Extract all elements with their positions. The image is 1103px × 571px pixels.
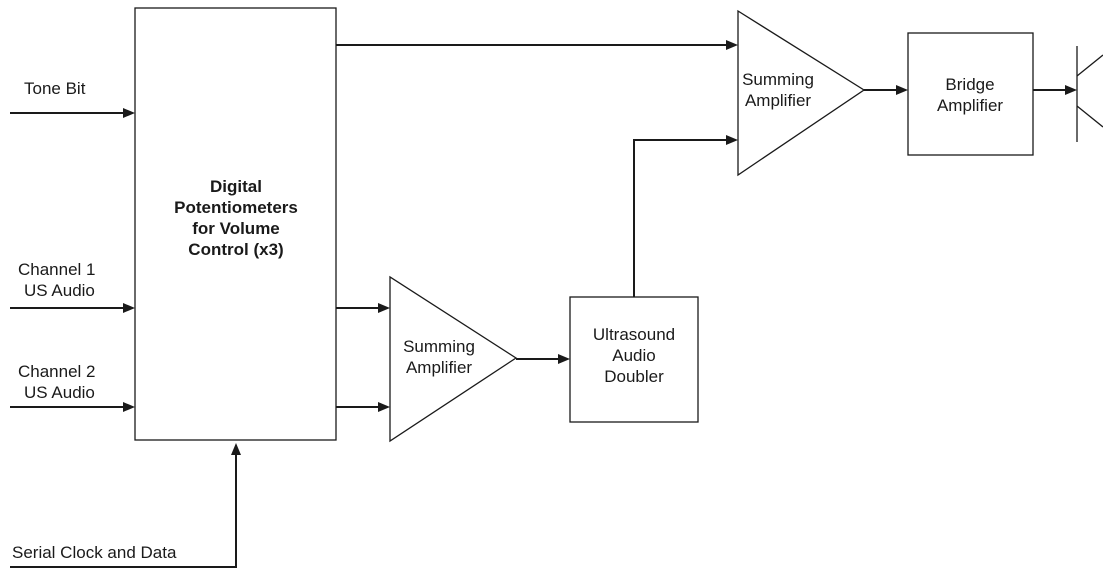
tone-bit-label: Tone Bit	[24, 79, 86, 98]
channel1-arrow	[123, 303, 135, 313]
digipot-label-line4: Control (x3)	[188, 240, 283, 259]
serial-wire	[10, 455, 237, 568]
doubler-to-upper-summing-wire	[633, 139, 726, 297]
channel1-label-line1: Channel 1	[18, 260, 96, 279]
digital-potentiometers-block	[134, 7, 337, 441]
channel2-label-line2: US Audio	[24, 383, 95, 402]
bridge-label-line1: Bridge	[945, 75, 994, 94]
summing-upper-label-line2: Amplifier	[745, 91, 811, 110]
serial-label: Serial Clock and Data	[12, 543, 177, 562]
speaker-icon	[1076, 46, 1103, 142]
digipot-label-line3: for Volume	[192, 219, 280, 238]
summing-amplifier-upper	[737, 9, 866, 177]
doubler-label-line1: Ultrasound	[593, 325, 675, 344]
doubler-label-line3: Doubler	[604, 367, 664, 386]
bridge-label-line2: Amplifier	[937, 96, 1003, 115]
tone-bit-arrow	[123, 108, 135, 118]
serial-arrow	[231, 443, 241, 455]
summing-to-doubler-arrow	[558, 354, 570, 364]
channel1-label-line2: US Audio	[24, 281, 95, 300]
summing-to-bridge-arrow	[896, 85, 908, 95]
doubler-label-line2: Audio	[612, 346, 655, 365]
digipot-to-lower-summing-arrow-1	[378, 303, 390, 313]
digipot-label-line1: Digital	[210, 177, 262, 196]
summing-amplifier-lower	[389, 275, 518, 443]
digipot-to-upper-summing-arrow	[726, 40, 738, 50]
bridge-amplifier-block	[907, 32, 1034, 156]
bridge-to-speaker-arrow	[1065, 85, 1077, 95]
summing-lower-label-line1: Summing	[403, 337, 475, 356]
digipot-to-lower-summing-arrow-2	[378, 402, 390, 412]
channel2-arrow	[123, 402, 135, 412]
ultrasound-audio-doubler-block	[569, 296, 699, 423]
digipot-label-line2: Potentiometers	[174, 198, 298, 217]
channel2-label-line1: Channel 2	[18, 362, 96, 381]
summing-upper-label-line1: Summing	[742, 70, 814, 89]
doubler-to-upper-summing-arrow	[726, 135, 738, 145]
summing-lower-label-line2: Amplifier	[406, 358, 472, 377]
